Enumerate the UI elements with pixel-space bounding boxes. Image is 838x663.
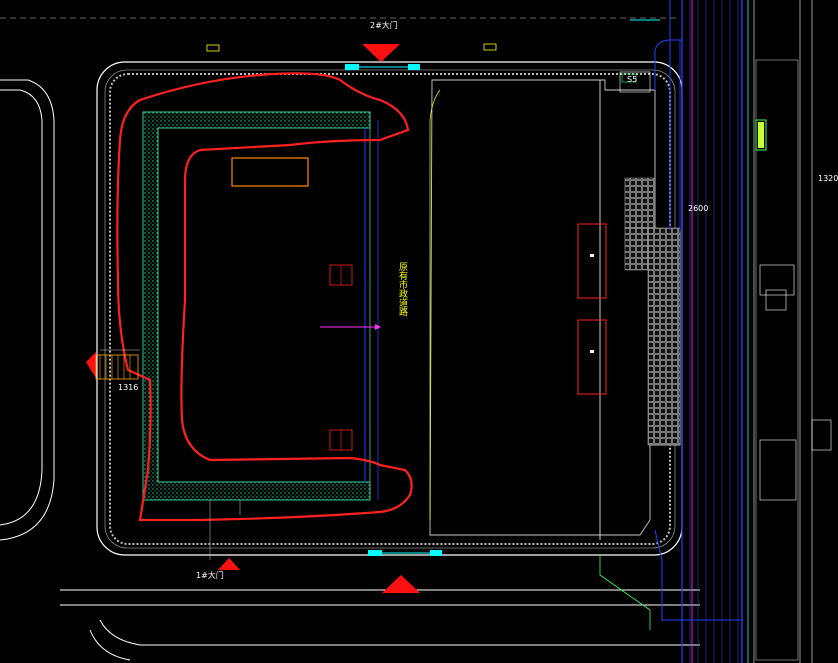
dimension-label-2600: 2600 (688, 204, 709, 213)
paving-grid (624, 177, 681, 446)
label-s5: S5 (627, 75, 638, 84)
gate-south-marker (382, 575, 420, 593)
site-boundary-inner (104, 69, 676, 549)
roads (0, 17, 700, 661)
vertical-road-note: 原有市政道路 (397, 262, 407, 316)
gate-south-label: 1#大门 (196, 571, 224, 580)
fence-line (109, 73, 671, 545)
building-a-outline (157, 127, 371, 483)
red-construction-boundary (116, 72, 413, 522)
red-rect-1 (577, 223, 607, 299)
orange-rect (231, 157, 309, 187)
gate-north-label: 2#大门 (370, 21, 398, 30)
gate-north-marker (362, 44, 400, 62)
building-b-outline (429, 79, 681, 536)
dimension-label-1316: 1316 (118, 383, 139, 392)
dimension-label-1320: 1320 (818, 174, 838, 183)
red-rect-2 (577, 319, 607, 395)
building-a-hatch (142, 111, 371, 501)
right-street-strip (599, 0, 832, 663)
